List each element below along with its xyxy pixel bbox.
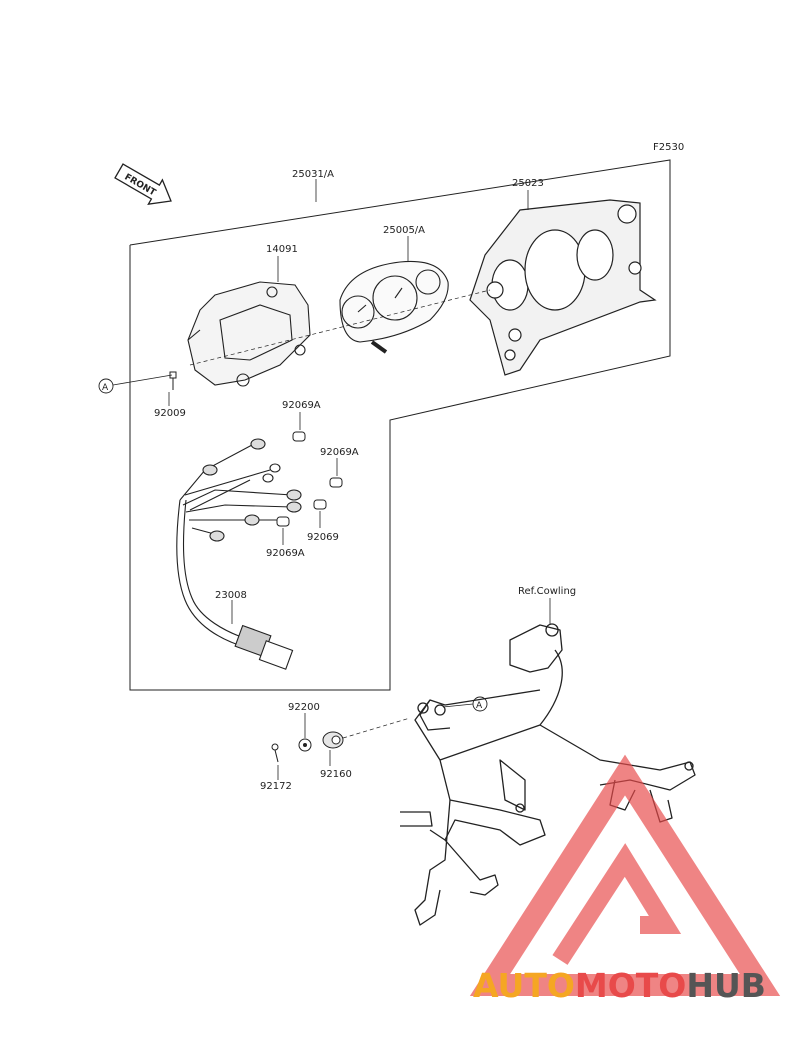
ref-a-marker (98, 378, 114, 394)
label-bulb-3: 92069 (307, 532, 339, 543)
label-ref: Ref.Cowling (518, 586, 576, 597)
ref-a-label: A (102, 383, 109, 393)
label-washer: 92200 (288, 702, 320, 713)
front-arrow: FRONT (114, 163, 172, 205)
meter-cover (187, 281, 311, 387)
bulbs (276, 431, 343, 527)
label-bulb-1: 92069A (282, 400, 321, 411)
meter-case (469, 199, 657, 376)
label-bolt: 92172 (260, 781, 292, 792)
ref-a2-line (442, 703, 474, 708)
label-screw: 92009 (154, 408, 186, 419)
label-case: 25023 (512, 178, 544, 189)
ref-a2-label: A (476, 701, 483, 711)
label-assy: 25031/A (292, 169, 334, 180)
label-grommet: 92160 (320, 769, 352, 780)
grommet (322, 731, 344, 749)
meter-unit (339, 260, 449, 354)
assembly-dashline (189, 289, 491, 366)
label-bulb-4: 92069A (266, 548, 305, 559)
label-cover: 14091 (266, 244, 298, 255)
watermark-text: AUTOMOTOHUB (473, 966, 766, 1005)
watermark-moto: MOTO (575, 966, 686, 1005)
wiring-harness (176, 438, 302, 670)
watermark-logo (469, 754, 781, 996)
washer (298, 738, 312, 752)
grommet-line (342, 717, 411, 739)
bolt (271, 743, 279, 763)
screw-a (169, 371, 177, 390)
watermark-hub: HUB (686, 966, 766, 1005)
ref-a-line (112, 374, 173, 386)
assembly-outline (129, 159, 671, 691)
label-meter: 25005/A (383, 225, 425, 236)
watermark-auto: AUTO (473, 966, 575, 1005)
label-bulb-2: 92069A (320, 447, 359, 458)
ref-a2-marker (472, 696, 488, 712)
diagram-code: F2530 (653, 142, 684, 153)
label-harness: 23008 (215, 590, 247, 601)
